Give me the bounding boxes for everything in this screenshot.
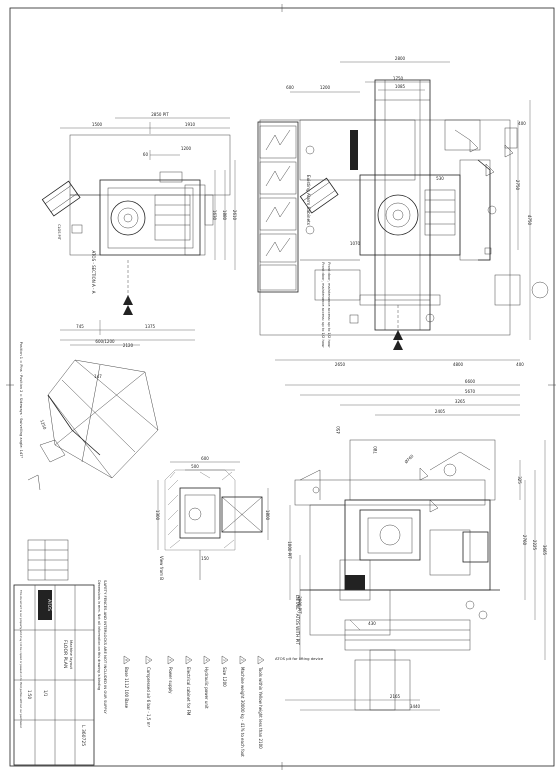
drawing-subtitle: Machine layout <box>69 640 74 669</box>
note-7: Compressed air 6 bar - 1,5 m³ <box>146 667 151 728</box>
viewb-label: View from B <box>159 556 164 580</box>
side-dim-b: 3265 <box>455 399 466 404</box>
note-text-2: Front door, maintenance access: up to 1/… <box>327 262 331 348</box>
side-dim-pit2: 2000 PIT <box>297 596 302 614</box>
dim-vert: 4750 <box>527 215 532 226</box>
dim-upper: 1200 <box>181 146 192 151</box>
side-dim-side2: 2225 <box>532 540 537 551</box>
note-marker-7: 7 <box>147 659 151 661</box>
disclaimer-line-2: Dimensions in mm. Not all information on… <box>97 580 101 690</box>
drawing-scale: 1:50 <box>27 690 32 699</box>
note-marker-1: 1 <box>259 659 263 661</box>
pit-for-label: ATOS pit for lifting device <box>275 656 324 661</box>
viewb-dim-side1: 1300 <box>155 510 160 521</box>
pit-label: CLOS PIT <box>57 224 61 241</box>
note-2: Machine weight 30000 kg - 41% to each fo… <box>240 667 245 757</box>
dim-bottom-total: 2120 <box>123 343 134 348</box>
dim-left2: 1200 <box>320 85 331 90</box>
note-6: Power supply <box>168 667 173 694</box>
detail-label: DETAIL - ATOS WITH PIT <box>295 595 300 645</box>
dim-bottom-mid: 4800 <box>453 362 464 367</box>
dim-b: 1085 <box>395 84 406 89</box>
dim-bottom-b: 1375 <box>145 324 156 329</box>
viewb-dim-bottom: 150 <box>201 556 209 561</box>
note-marker-4: 4 <box>205 659 209 661</box>
dim-bottom-right: 400 <box>516 362 524 367</box>
note-marker-3: 3 <box>223 659 227 661</box>
viewb-dim-top: 600 <box>201 456 209 461</box>
rotation-notes: Position 1 = Pins · Position 2 = Sideway… <box>19 342 23 459</box>
side-dim-overall: 6600 <box>465 379 476 384</box>
company-logo: ATOS <box>46 599 52 611</box>
dim-a: 1750 <box>393 76 404 81</box>
viewb-dim-mid: 500 <box>191 464 199 469</box>
side-dim-bottom3: 430 <box>368 621 376 626</box>
note-marker-5: 5 <box>187 659 191 661</box>
view-b: 600 500 1300 1800 150 View from B <box>155 456 270 580</box>
note-1: Tools within Yellow height less than 210… <box>258 666 263 749</box>
dim-mid: 530 <box>436 176 444 181</box>
rotation-dim-side: 1250 <box>39 419 47 431</box>
note-text-1: Front door, maintenance access: up to 1/… <box>321 262 325 348</box>
note-4: Hydraulic power unit <box>204 667 209 709</box>
drawing-number: L 360725 <box>80 725 86 746</box>
note-3: Size 1200 <box>222 667 227 687</box>
disclaimer-line-1: SAFETY FENCES AND INTERLOCKS ARE NOT INC… <box>103 580 108 714</box>
section-label: ATOS - SECTION A - A <box>91 251 96 294</box>
side-dim-bottom1: 2165 <box>390 694 401 699</box>
dim-right: 1910 <box>185 122 196 127</box>
top-view: 2850 PIT 1500 1910 1200 60 745 1375 2120… <box>41 112 237 348</box>
side-dim-side3: 3665 <box>542 545 547 556</box>
note-5: Electrical cabinet for FM <box>186 667 191 716</box>
dim-overall: 2850 PIT <box>151 112 169 117</box>
side-dim-h1: 780 <box>373 446 378 454</box>
dim-bottom-a: 745 <box>76 324 84 329</box>
dim-top: 2800 <box>395 56 406 61</box>
dim-bottom-left: 2650 <box>335 362 346 367</box>
side-dim-side1: 2760 <box>522 535 527 546</box>
side-view: 6600 5670 3265 2405 325 2760 2225 3665 1… <box>275 379 547 711</box>
side-dim-h2: 450 <box>336 426 341 434</box>
title-block: ATOS FLOOR PLAN Machine layout L 360725 … <box>13 539 95 766</box>
dim-hole: 1070 <box>350 241 361 246</box>
layout-plan: 2800 1750 1085 600 1200 400 2750 4750 26… <box>257 56 549 367</box>
side-dim-pit1: 1000 PIT <box>287 541 292 559</box>
dim-left: 1500 <box>92 122 103 127</box>
dim-small: 60 <box>143 152 149 157</box>
side-dim-small: 325 <box>517 476 522 484</box>
dim-left1: 600 <box>286 85 294 90</box>
drawing-title: FLOOR PLAN <box>62 640 68 668</box>
viewb-dim-side2: 1800 <box>265 510 270 521</box>
note-marker-8: 8 <box>125 659 129 661</box>
side-dim-a: 5670 <box>465 389 476 394</box>
side-dim-bottom2: 3440 <box>410 704 421 709</box>
cabinet-panel-label: Existing Alarm Cabinets <box>306 175 311 225</box>
dim-side: 2750 <box>515 180 520 191</box>
side-dim-dia: Ø760 <box>403 453 414 464</box>
fine-print: This document is our property and may no… <box>19 590 23 729</box>
dim-side-a: 1630 <box>212 210 217 221</box>
rotation-view: 600/1200 147 1250 Position 1 = Pins · Po… <box>19 339 159 491</box>
notes-legend: 1 Tools within Yellow height less than 2… <box>97 580 265 757</box>
dim-side-b: 1880 <box>222 210 227 221</box>
note-marker-2: 2 <box>241 659 245 661</box>
note-8: Base 1112 100 Base <box>124 667 129 709</box>
sheet-number: 1/1 <box>43 690 48 697</box>
note-marker-6: 6 <box>169 659 173 661</box>
rotation-dim-angle: 147 <box>94 374 102 379</box>
rotation-dim-top: 600/1200 <box>95 339 115 344</box>
dim-right: 400 <box>518 121 526 126</box>
dim-side-c: 2610 <box>232 210 237 221</box>
side-dim-c: 2405 <box>435 409 446 414</box>
